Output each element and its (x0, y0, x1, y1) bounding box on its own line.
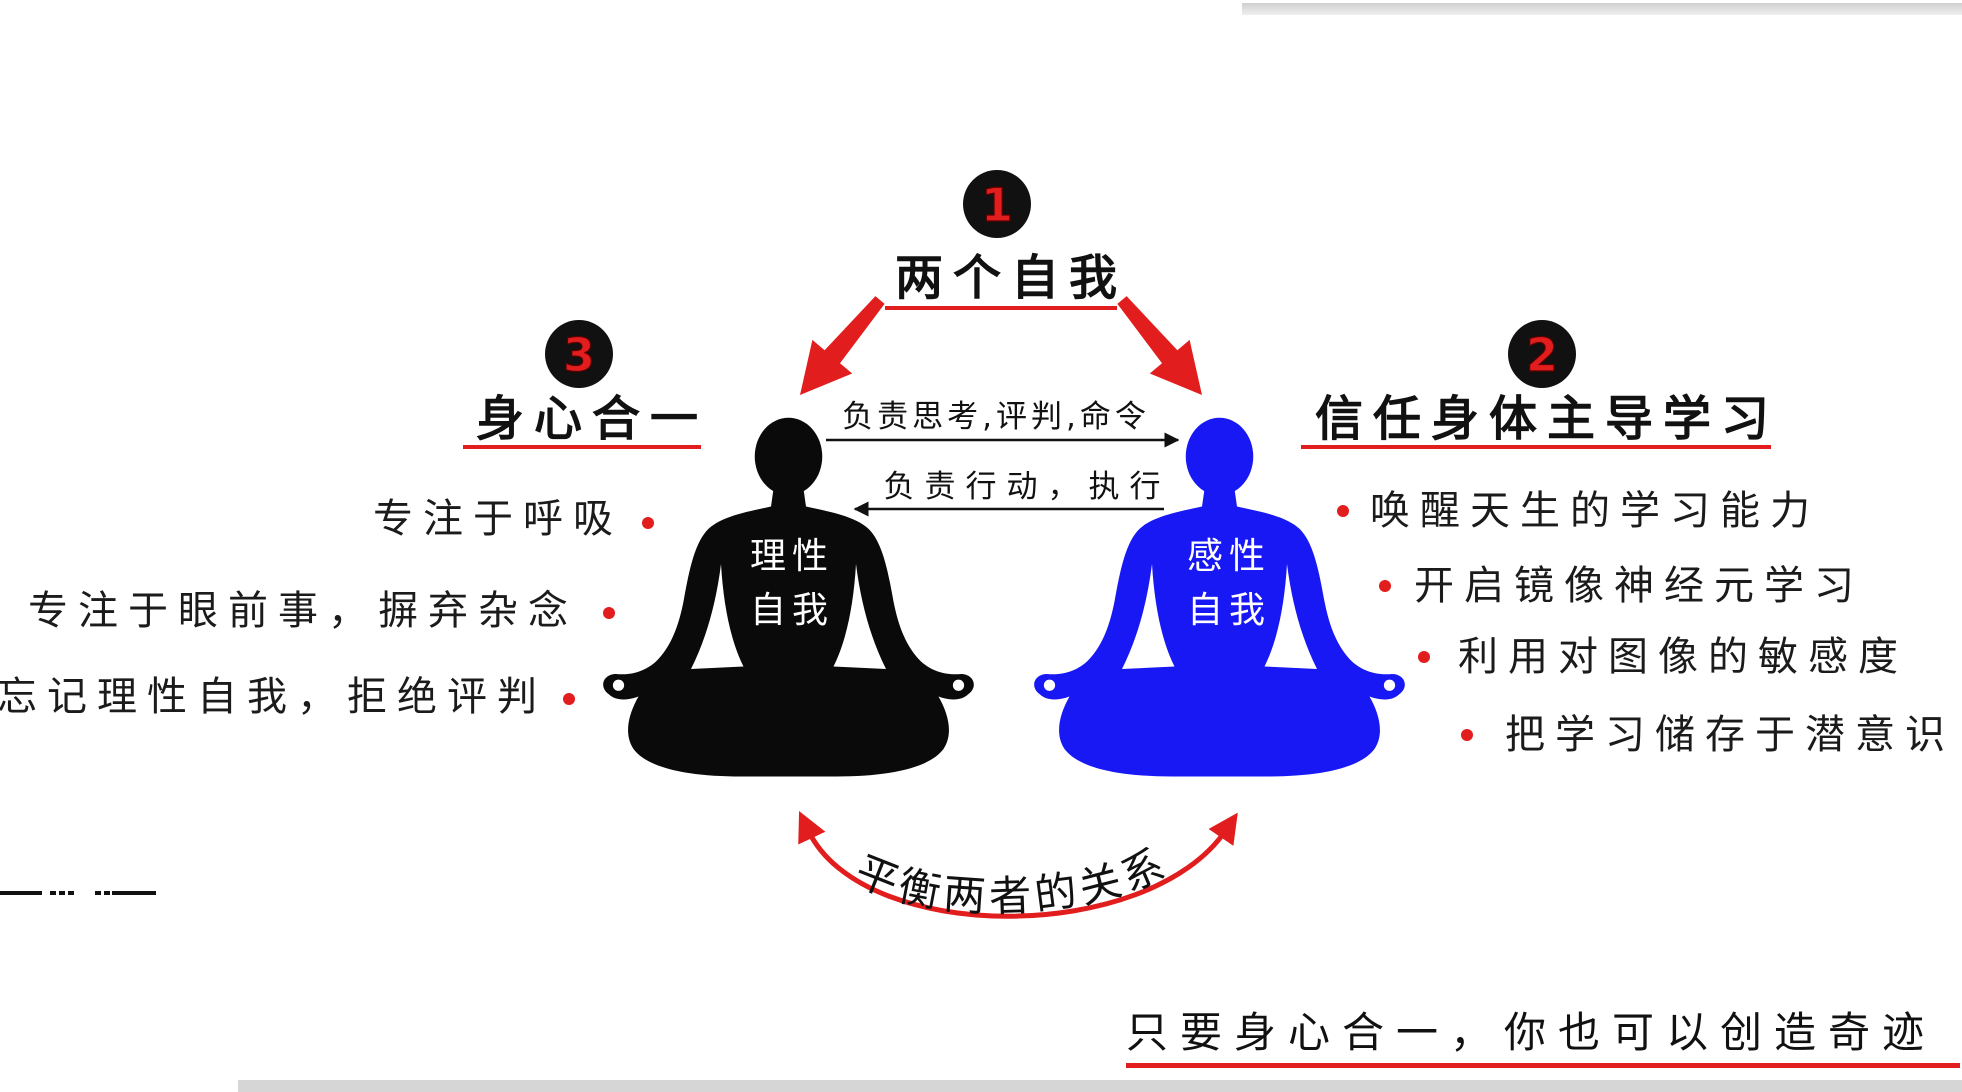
slogan-underline (1126, 1063, 1960, 1068)
figure-head (754, 417, 823, 496)
dash (68, 891, 74, 895)
bullet-dot (603, 607, 615, 619)
figure-body (603, 489, 974, 777)
top-edge-shadow (1242, 3, 1962, 15)
rational-self-label-1: 理性 (749, 536, 834, 577)
sensual-self-label-2: 自我 (1186, 590, 1271, 631)
mind-body-underline (463, 445, 701, 449)
badge-circle (963, 170, 1031, 238)
mind-body-bullet-1: 专注于呼吸 (373, 496, 623, 542)
flow-label-to-sensual: 负责思考,评判,命令 (842, 399, 1150, 435)
bullet-dot (1337, 505, 1349, 517)
trust-body-underline (1301, 445, 1771, 449)
balance-label: 平衡两者的关系 (849, 838, 1172, 921)
dash (112, 891, 156, 895)
balance-label-wrapper: 平衡两者的关系 (849, 838, 1177, 921)
red-arrow-to-rational (800, 296, 885, 395)
bullet-dot (1379, 580, 1391, 592)
trust-body-bullet-3: 利用对图像的敏感度 (1458, 634, 1908, 680)
two-selves-title: 两个自我 (894, 250, 1127, 306)
decorative-dashes (0, 891, 156, 895)
trust-body-bullet-2: 开启镜像神经元学习 (1414, 563, 1864, 609)
bullet-dot (563, 693, 575, 705)
mind-body-title: 身心合一 (475, 391, 708, 447)
figure-head (1185, 417, 1254, 496)
bullet-dot (1418, 651, 1430, 663)
badge-circle (545, 320, 613, 388)
badge-number: 2 (1526, 328, 1558, 382)
dash (104, 891, 110, 895)
dash (95, 891, 101, 895)
mudra-hand-gap (1383, 679, 1396, 691)
figure-body (1034, 489, 1405, 777)
dash (0, 891, 42, 895)
rational-self-figure (603, 417, 974, 777)
step-badge-1: 1 (963, 170, 1031, 238)
bottom-edge-shadow (238, 1080, 1962, 1092)
dash (59, 891, 65, 895)
dash (50, 891, 56, 895)
two-selves-underline (885, 306, 1117, 310)
badge-number: 3 (563, 328, 595, 382)
flow-label-to-rational: 负责行动，执行 (883, 469, 1171, 505)
trust-body-bullet-4: 把学习储存于潜意识 (1505, 712, 1955, 758)
slogan-text: 只要身心合一，你也可以创造奇迹 (1126, 1008, 1937, 1057)
mudra-hand-gap (952, 679, 965, 691)
step-badge-2: 2 (1508, 320, 1576, 388)
mudra-hand-gap (1043, 679, 1056, 691)
trust-body-title: 信任身体主导学习 (1314, 391, 1779, 447)
sensual-self-figure (1034, 417, 1405, 777)
rational-self-label-2: 自我 (749, 590, 834, 631)
red-arrow-to-sensual (1117, 296, 1202, 395)
bullet-dot (642, 517, 654, 529)
mind-body-bullet-2: 专注于眼前事，摒弃杂念 (28, 588, 578, 634)
bullet-dot (1461, 729, 1473, 741)
balance-double-arrow (798, 811, 1238, 919)
trust-body-bullet-1: 唤醒天生的学习能力 (1370, 488, 1820, 534)
badge-circle (1508, 320, 1576, 388)
badge-number: 1 (981, 178, 1013, 232)
mudra-hand-gap (612, 679, 625, 691)
mind-body-bullet-3: 忘记理性自我，拒绝评判 (0, 674, 547, 720)
sensual-self-label-1: 感性 (1186, 536, 1271, 577)
step-badge-3: 3 (545, 320, 613, 388)
